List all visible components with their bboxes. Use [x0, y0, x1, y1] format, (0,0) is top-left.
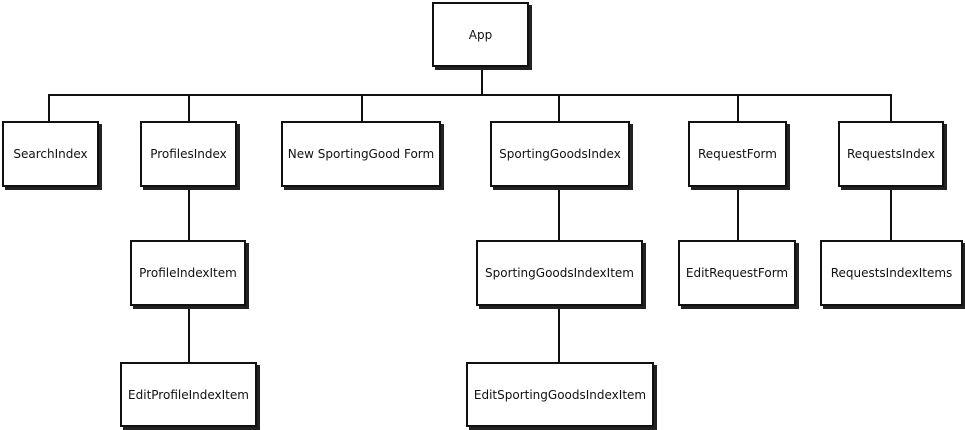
node-label: RequestsIndex [846, 147, 936, 161]
node-label: SportingGoodsIndex [499, 147, 621, 161]
node-sporting-goods-index: SportingGoodsIndex [490, 121, 630, 187]
node-label: New SportingGood Form [287, 147, 435, 161]
node-request-form: RequestForm [688, 121, 787, 187]
node-label: RequestForm [698, 147, 777, 161]
node-edit-profile-index-item: EditProfileIndexItem [120, 362, 257, 427]
node-profile-index-item: ProfileIndexItem [130, 240, 246, 306]
node-profiles-index: ProfilesIndex [140, 121, 237, 187]
node-requests-index-items: RequestsIndexItems [820, 240, 963, 306]
node-edit-sporting-goods-index-item: EditSportingGoodsIndexItem [466, 362, 654, 427]
node-requests-index: RequestsIndex [838, 121, 944, 187]
node-search-index: SearchIndex [2, 121, 99, 187]
node-label: SearchIndex [13, 147, 88, 161]
node-edit-request-form: EditRequestForm [678, 240, 796, 306]
node-label: ProfilesIndex [150, 147, 227, 161]
node-label: EditSportingGoodsIndexItem [473, 387, 647, 402]
node-label: RequestsIndexItems [830, 266, 953, 280]
node-sporting-goods-index-item: SportingGoodsIndexItem [476, 240, 643, 306]
node-label: EditProfileIndexItem [128, 387, 249, 402]
node-label: App [468, 27, 493, 42]
node-label: SportingGoodsIndexItem [485, 266, 634, 280]
node-label: EditRequestForm [685, 266, 789, 280]
node-new-sporting-good-form: New SportingGood Form [281, 121, 441, 187]
node-app: App [432, 2, 529, 67]
node-label: ProfileIndexItem [139, 266, 237, 280]
